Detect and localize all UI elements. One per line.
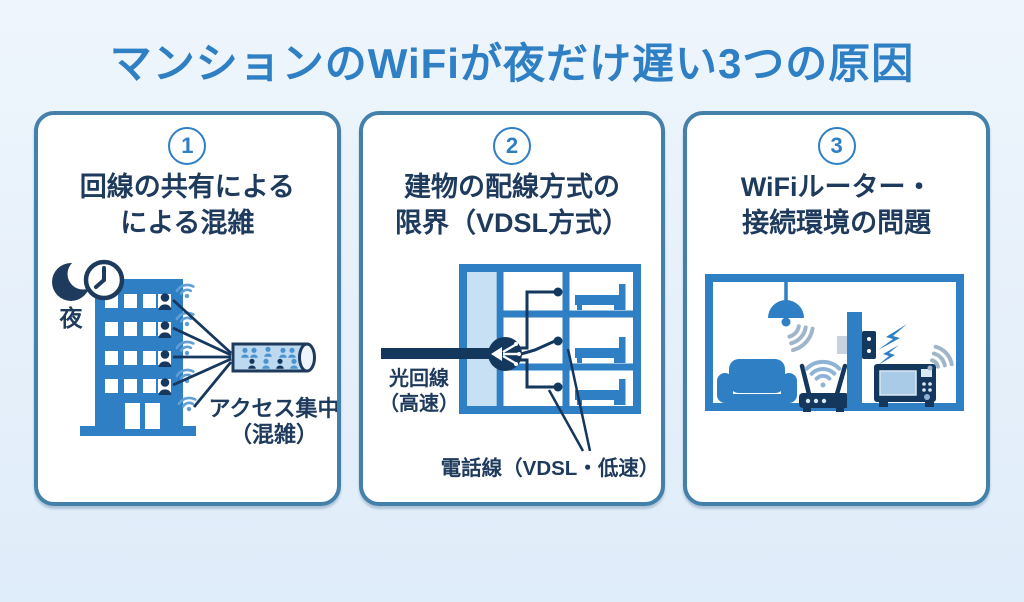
heading-line-1: 建物の配線方式の	[404, 172, 620, 202]
lamp-interference-waves-icon	[787, 324, 815, 353]
congestion-label-line2: （混雑）	[230, 422, 318, 447]
building-cross-section-icon	[458, 264, 641, 414]
number-badge-3: 3	[817, 127, 856, 165]
heading-line-1: WiFiルーター・	[740, 172, 933, 202]
badge-number: 1	[181, 133, 194, 158]
door-hinge-plate	[862, 331, 877, 359]
interference-bolt-icons	[878, 324, 908, 365]
router-icon	[799, 363, 850, 412]
panel-vdsl-wiring: 2 建物の配線方式の 限界（VDSL方式）	[358, 111, 666, 506]
microwave-wifi-icon	[927, 344, 954, 371]
panel-2-heading: 建物の配線方式の 限界（VDSL方式）	[395, 170, 629, 242]
number-badge-2: 2	[493, 127, 531, 165]
wall-partition	[847, 312, 863, 407]
number-badge-1: 1	[168, 127, 207, 165]
optical-line-icon	[380, 348, 491, 359]
heading-line-2: 接続環境の問題	[742, 207, 932, 238]
panel-line-sharing: 1 回線の共有による による混雑	[34, 111, 341, 506]
router-wifi-icon	[804, 359, 842, 388]
microwave-icon	[874, 364, 937, 407]
phone-line-icons	[519, 290, 556, 389]
phone-line-label: 電話線（VDSL・低速）	[440, 456, 659, 480]
page-title: マンションのWiFiが夜だけ遅い3つの原因	[109, 40, 915, 87]
optical-label-line1: 光回線	[388, 366, 449, 390]
phone-jack-dots	[553, 287, 563, 392]
vdsl-wiring-illustration: 光回線 （高速） 電話線（VDSL・低速）	[379, 264, 659, 480]
badge-number: 2	[505, 133, 519, 158]
panel-router-environment: 3 WiFiルーター・ 接続環境の問題	[683, 111, 991, 506]
badge-number: 3	[830, 133, 843, 158]
congestion-label-line1: アクセス集中	[208, 396, 336, 421]
optical-label-line2: （高速）	[379, 391, 459, 415]
heading-line-2: による混雑	[120, 207, 255, 238]
sofa-icon	[717, 359, 798, 411]
ceiling-lamp-icon	[768, 280, 805, 327]
night-label: 夜	[58, 305, 83, 331]
router-environment-illustration	[705, 274, 965, 412]
clock-icon	[83, 259, 125, 301]
cause-panels: 1 回線の共有による による混雑	[0, 111, 1024, 506]
heading-line-1: 回線の共有による	[79, 172, 295, 202]
heading-line-2: 限界（VDSL方式）	[395, 207, 630, 238]
splitter-icon	[487, 337, 522, 371]
light-switch	[837, 336, 848, 354]
panel-1-heading: 回線の共有による による混雑	[80, 170, 295, 242]
panel-3-heading: WiFiルーター・ 接続環境の問題	[741, 170, 933, 242]
line-sharing-illustration: 夜	[51, 258, 337, 447]
access-lines	[171, 298, 232, 408]
label-callout-lines	[547, 348, 591, 452]
